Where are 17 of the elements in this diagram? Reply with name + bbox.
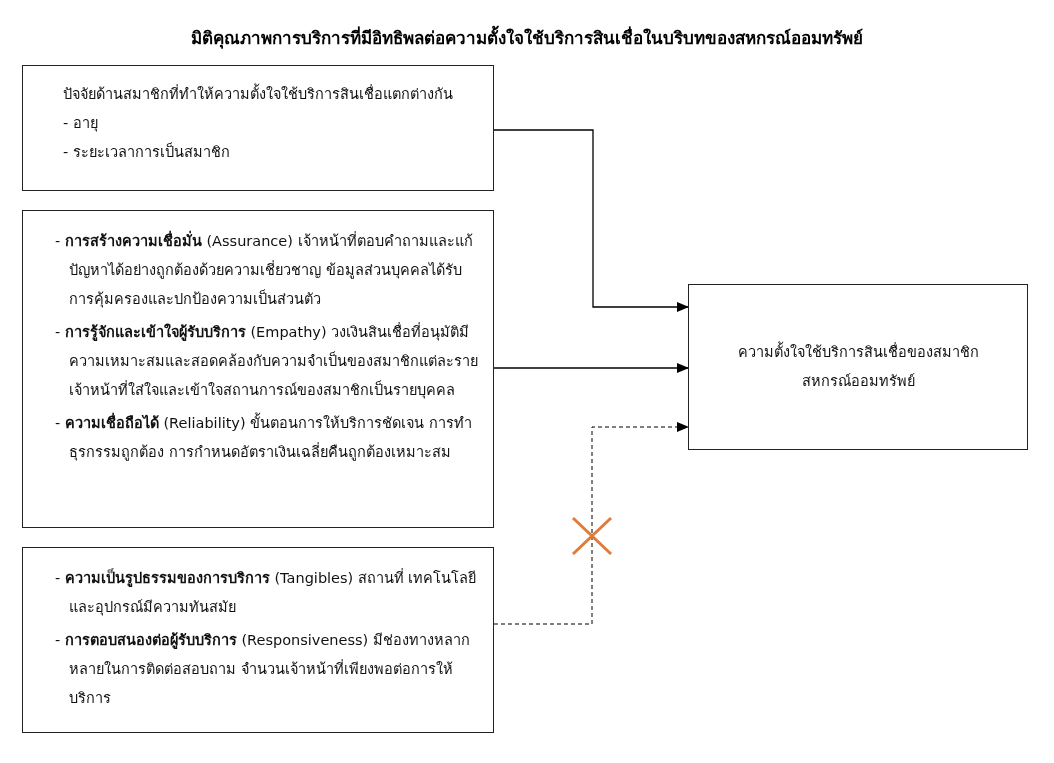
diagram-title: มิติคุณภาพการบริการที่มีอิทธิพลต่อความตั้งใจใช้บริการสินเชื่อในบริบทของสหกรณ์ออมทรัพย์: [0, 24, 1054, 51]
bullet-item: - การสร้างความเชื่อมั่น (Assurance) เจ้าหน้าที่ตอบคำถามและแก้ปัญหาได้อย่างถูกต้องด้วยความเชี่ยวชาญ ข้อมูลส่วนบุคคลได้รับการคุ้มครองและปกป้องความเป็นส่วนตัว: [55, 227, 479, 314]
text-box: [22, 210, 494, 528]
text-box: [22, 547, 494, 733]
bullet-item: - การตอบสนองต่อผู้รับบริการ (Responsiveness) มีช่องทางหลากหลายในการติดต่อสอบถาม จำนวนเจ้าหน้าที่เพียงพอต่อการให้บริการ: [55, 631, 471, 708]
box-heading: ปัจจัยด้านสมาชิกที่ทำให้ความตั้งใจใช้บริการสินเชื่อแตกต่างกัน: [63, 80, 473, 109]
bullet-item: - ความเชื่อถือได้ (Reliability) ขั้นตอนการให้บริการชัดเจน การทำธุรกรรมถูกต้อง การกำหนดอัตราเงินเฉลี่ยคืนถูกต้องเหมาะสม: [55, 409, 479, 467]
arrow: [493, 129, 689, 312]
bullet-item: - การรู้จักและเข้าใจผู้รับบริการ (Empathy) วงเงินสินเชื่อที่อนุมัติมีความเหมาะสมและสอดคล้องกับความจำเป็นของสมาชิกแต่ละราย เจ้าหน้าที่ใส่ใจและเข้าใจสถานการณ์ของสมาชิกเป็นรายบุคคล: [55, 321, 479, 401]
arrow: [493, 363, 689, 373]
text-box: [688, 284, 1028, 450]
bullet-item: - อายุ: [63, 114, 99, 134]
box-text: ความตั้งใจใช้บริการสินเชื่อของสมาชิกสหกรณ์ออมทรัพย์: [729, 338, 987, 396]
bullet-item: - ความเป็นรูปธรรมของการบริการ (Tangibles) สถานที่ เทคโนโลยีและอุปกรณ์มีความทันสมัย: [55, 567, 478, 618]
dashed-arrow: [493, 422, 689, 625]
bullet-item: - ระยะเวลาการเป็นสมาชิก: [63, 141, 231, 162]
text-box: [22, 65, 494, 191]
